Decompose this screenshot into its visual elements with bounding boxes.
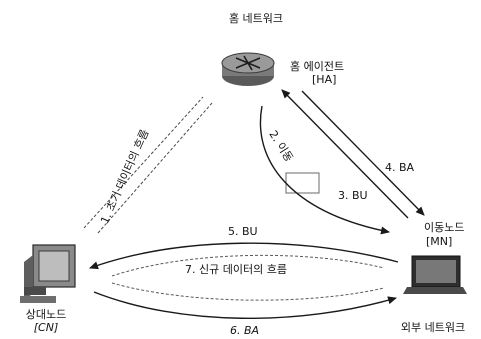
initial-data-flow-band	[83, 96, 213, 234]
bu-to-ha-arrow	[281, 89, 409, 219]
initial-data-flow-label: 1. 초기 데이터의 흐름	[98, 127, 151, 225]
packet-box	[285, 172, 320, 194]
ba-to-mn-label: 4. BA	[385, 161, 415, 174]
home-network-label: 홈 네트워크	[228, 12, 284, 25]
move-label: 2. 이동	[266, 128, 295, 164]
ba-to-mn-arrow	[301, 90, 425, 216]
home-agent-label: 홈 에이전트	[290, 60, 345, 73]
move-arrow	[259, 105, 390, 235]
laptop-icon	[403, 255, 467, 294]
correspondent-node-label: 상대노드	[25, 308, 67, 321]
bu-to-cn-label: 5. BU	[228, 225, 258, 238]
computer-icon	[20, 244, 76, 303]
ba-to-mn-from-cn-label: 6. BA	[230, 324, 260, 337]
ba-to-mn-from-cn-arrow	[93, 291, 397, 319]
new-data-flow-band	[111, 254, 385, 301]
foreign-network-label: 외부 네트워크	[400, 321, 466, 334]
bu-to-cn-arrow	[89, 242, 399, 270]
home-agent-abbr: [HA]	[312, 73, 337, 86]
bu-to-ha-label: 3. BU	[338, 189, 368, 202]
router-icon	[221, 52, 275, 86]
mobile-node-label: 이동노드	[424, 221, 465, 234]
new-data-flow-label: 7. 신규 데이터의 흐름	[185, 263, 287, 276]
correspondent-node-abbr: [CN]	[33, 321, 59, 334]
mobile-node-abbr: [MN]	[426, 235, 453, 248]
